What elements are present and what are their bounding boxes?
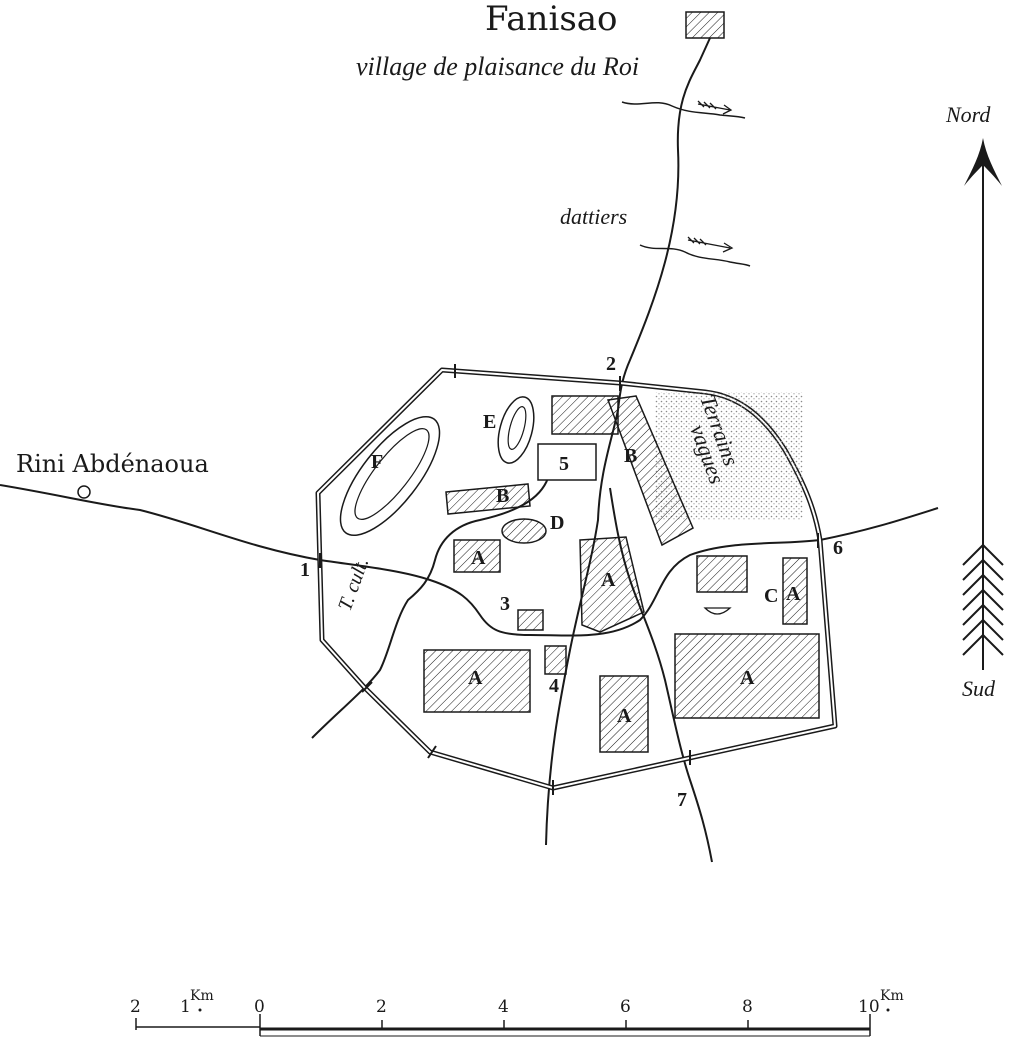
label-a-east-large: A <box>740 667 755 689</box>
block-b-small <box>445 483 531 515</box>
label-a-ca: A <box>786 583 801 605</box>
block-b-diagonal <box>606 395 694 547</box>
scale-label-0: 0 <box>254 997 265 1017</box>
scale-bar: 2 1 Km 0 2 4 6 8 10 Km <box>130 988 904 1037</box>
label-f: F <box>371 451 383 473</box>
pond-east <box>703 607 732 615</box>
label-b-small: B <box>496 485 509 507</box>
label-d: D <box>550 512 564 534</box>
scale-label-1-left: 1 <box>180 997 191 1017</box>
block-ca <box>782 557 808 625</box>
rini-abdenaoua-marker <box>77 485 91 499</box>
label-a-west: A <box>468 667 483 689</box>
scale-label-10: 10 <box>858 997 880 1017</box>
dattiers-label: dattiers <box>560 204 627 229</box>
label-c: C <box>764 585 778 607</box>
gate-6: 6 <box>833 537 843 559</box>
enclosure-e-outer <box>497 396 535 464</box>
gate-3: 3 <box>500 593 510 615</box>
block-a-east-top <box>696 555 748 593</box>
compass-south-label: Sud <box>962 676 996 701</box>
block-5 <box>537 443 597 481</box>
compass-north-label: Nord <box>945 102 991 127</box>
label-a-small: A <box>471 547 486 569</box>
gate-7: 7 <box>677 789 687 811</box>
enclosure-e-inner <box>507 406 527 450</box>
track-southwest <box>311 477 549 739</box>
enclosure-f-outer <box>339 415 441 537</box>
enclosure-f-inner <box>354 428 430 520</box>
label-5: 5 <box>559 453 569 475</box>
label-a-south: A <box>617 705 632 727</box>
scale-label-8: 8 <box>742 997 753 1017</box>
map-subtitle: village de plaisance du Roi <box>356 52 639 81</box>
gate-1: 1 <box>300 559 310 581</box>
block-3 <box>517 609 544 631</box>
block-d <box>501 518 547 544</box>
block-a-west <box>423 649 531 713</box>
block-a-center <box>579 536 645 633</box>
scale-label-2: 2 <box>376 997 387 1017</box>
scale-dot-1 <box>198 1008 202 1012</box>
gate-2: 2 <box>606 353 616 375</box>
rini-abdenaoua-label: Rini Abdénaoua <box>16 450 209 478</box>
label-a-center: A <box>601 569 616 591</box>
block-4 <box>544 645 567 675</box>
stream-dattiers <box>639 244 751 267</box>
south-arrow-feathers <box>962 544 1004 656</box>
scale-label-4: 4 <box>498 997 509 1017</box>
block-a-east-large <box>674 633 820 719</box>
gate-4: 4 <box>549 675 559 697</box>
fanisao-village-marker <box>685 11 725 39</box>
road-west <box>0 484 939 637</box>
stream-dattiers-arrow <box>687 236 734 253</box>
gate-marks <box>319 364 819 795</box>
block-a-small <box>453 539 501 573</box>
block-a-south <box>599 675 649 753</box>
stream-north-arrow <box>697 100 733 115</box>
scale-unit-right: Km <box>880 988 904 1004</box>
scale-unit-left: Km <box>190 988 214 1004</box>
stream-north <box>621 101 746 119</box>
scale-label-6: 6 <box>620 997 631 1017</box>
scale-dot-11 <box>886 1008 890 1012</box>
scale-label-2-left: 2 <box>130 997 141 1017</box>
label-b-diagonal: B <box>624 445 637 467</box>
map-title: Fanisao <box>485 0 618 39</box>
label-e: E <box>483 411 496 433</box>
